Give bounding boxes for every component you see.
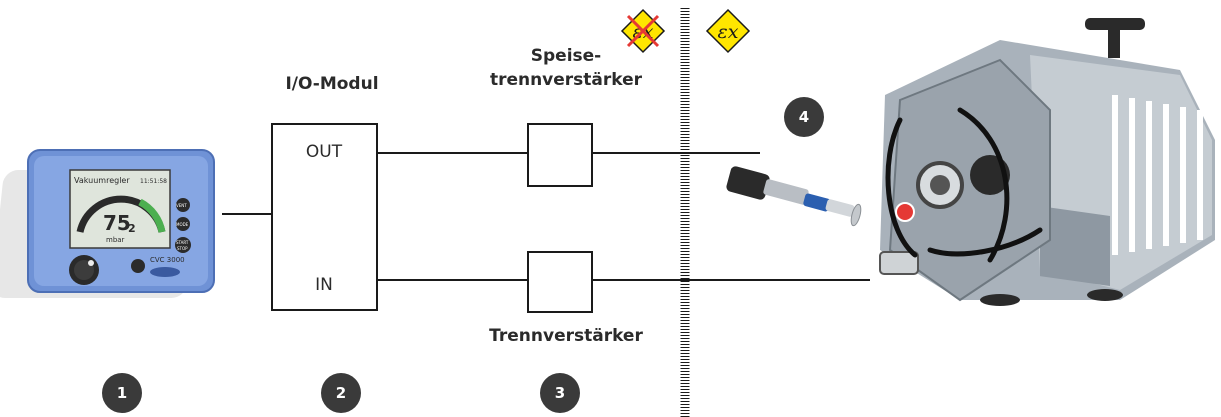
display-value: 75 bbox=[103, 211, 131, 235]
pump-cooling-grille bbox=[1112, 95, 1203, 255]
svg-text:1: 1 bbox=[117, 384, 127, 402]
display-value-decimal: 2 bbox=[128, 222, 136, 235]
port-in-label: IN bbox=[315, 275, 333, 295]
svg-text:3: 3 bbox=[555, 384, 565, 402]
marker-badge-2: 2 bbox=[321, 373, 361, 413]
display-title: Vakuumregler bbox=[74, 176, 130, 185]
io-module-title: I/O-Modul bbox=[285, 74, 378, 94]
display-unit: mbar bbox=[106, 236, 125, 244]
vacuum-pump bbox=[879, 18, 1215, 306]
vacuum-controller: Vakuumregler 11:51:58 75 2 mbar VENT MOD… bbox=[0, 149, 215, 298]
warning-sign-icon bbox=[895, 202, 915, 222]
display-time: 11:51:58 bbox=[140, 178, 167, 185]
power-icon bbox=[131, 259, 145, 273]
mode-button-label: MODE bbox=[176, 222, 189, 227]
supply-isolating-amplifier bbox=[527, 123, 593, 187]
non-ex-zone-icon: εx bbox=[620, 8, 666, 54]
stop-button-label: STOP bbox=[177, 246, 188, 251]
marker-badge-3: 3 bbox=[540, 373, 580, 413]
svg-text:4: 4 bbox=[799, 108, 809, 126]
svg-text:2: 2 bbox=[336, 384, 346, 402]
isolating-amp-label: Trennverstärker bbox=[489, 326, 643, 346]
signal-lines bbox=[222, 152, 870, 281]
controller-knob bbox=[69, 255, 99, 285]
controller-model: CVC 3000 bbox=[150, 256, 185, 264]
controller-display: Vakuumregler 11:51:58 75 2 mbar bbox=[69, 169, 171, 249]
controller-buttons: VENT MODE START STOP bbox=[175, 198, 191, 253]
isolating-amplifier bbox=[527, 251, 593, 313]
start-button-label: START bbox=[176, 240, 189, 245]
port-out-label: OUT bbox=[306, 142, 343, 162]
pump-hoses bbox=[885, 107, 1043, 263]
supply-amp-label-line2: trennverstärker bbox=[490, 70, 643, 90]
marker-badge-4: 4 bbox=[784, 97, 824, 137]
marker-badge-1: 1 bbox=[102, 373, 142, 413]
ex-zone-icon: εx bbox=[705, 8, 751, 54]
io-module: OUT IN bbox=[271, 123, 378, 311]
vent-button-label: VENT bbox=[176, 203, 187, 208]
svg-text:εx: εx bbox=[718, 21, 739, 43]
pressure-sensor bbox=[726, 166, 862, 227]
supply-amp-label-line1: Speise- bbox=[531, 46, 601, 66]
